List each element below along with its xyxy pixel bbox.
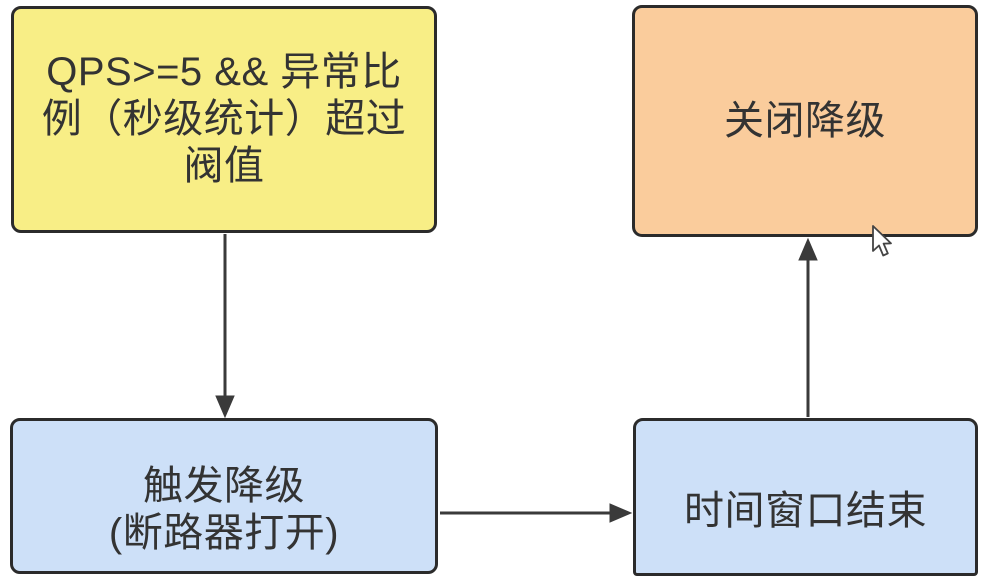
arrow-condition-to-trigger [215,234,235,419]
node-trigger-degrade-label: 触发降级 (断路器打开) [108,464,340,555]
arrow-window-end-to-close [798,237,818,417]
node-close-degrade: 关闭降级 [632,5,978,237]
node-condition-label: QPS>=5 && 异常比 例（秒级统计）超过 阀值 [41,50,407,188]
node-close-degrade-label: 关闭降级 [724,98,886,143]
node-time-window-end: 时间窗口结束 [633,418,978,576]
arrow-trigger-to-window-end [440,503,633,523]
node-trigger-degrade: 触发降级 (断路器打开) [10,418,438,574]
node-time-window-end-label: 时间窗口结束 [684,488,927,533]
mouse-cursor-icon [872,225,892,257]
node-condition: QPS>=5 && 异常比 例（秒级统计）超过 阀值 [11,6,437,233]
